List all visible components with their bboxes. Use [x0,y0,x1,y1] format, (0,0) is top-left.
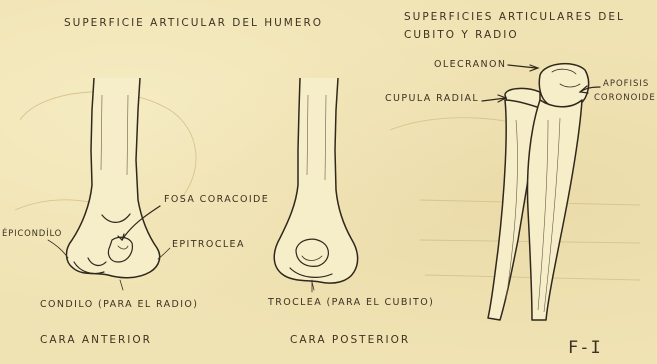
heading-ulna-radius-line2: CUBITO Y RADIO [404,30,519,41]
label-troclea: TROCLEA (PARA EL CUBITO) [268,298,434,308]
humerus-posterior-drawing [274,78,357,292]
label-olecranon: OLECRANON [434,60,506,70]
label-epitroclea: EPITROCLEA [172,240,245,250]
figure-id: F-I [568,340,602,357]
label-cupula-radial: CUPULA RADIAL [385,94,479,104]
label-epicondilo: ÉPICONDÍLO [2,230,62,239]
caption-cara-posterior: CARA POSTERIOR [290,335,410,346]
label-condilo: CONDILO (PARA EL RADIO) [40,300,198,310]
label-coronoide: CORONOIDE [594,94,656,103]
heading-humerus: SUPERFICIE ARTICULAR DEL HUMERO [64,18,323,29]
caption-cara-anterior: CARA ANTERIOR [40,335,152,346]
label-apofisis: APOFISIS [603,80,649,89]
label-fosa-coracoide: FOSA CORACOIDE [164,195,269,205]
humerus-anterior-drawing [66,78,159,278]
ulna-radius-drawing [488,64,589,320]
heading-ulna-radius-line1: SUPERFICIES ARTICULARES DEL [404,12,625,23]
